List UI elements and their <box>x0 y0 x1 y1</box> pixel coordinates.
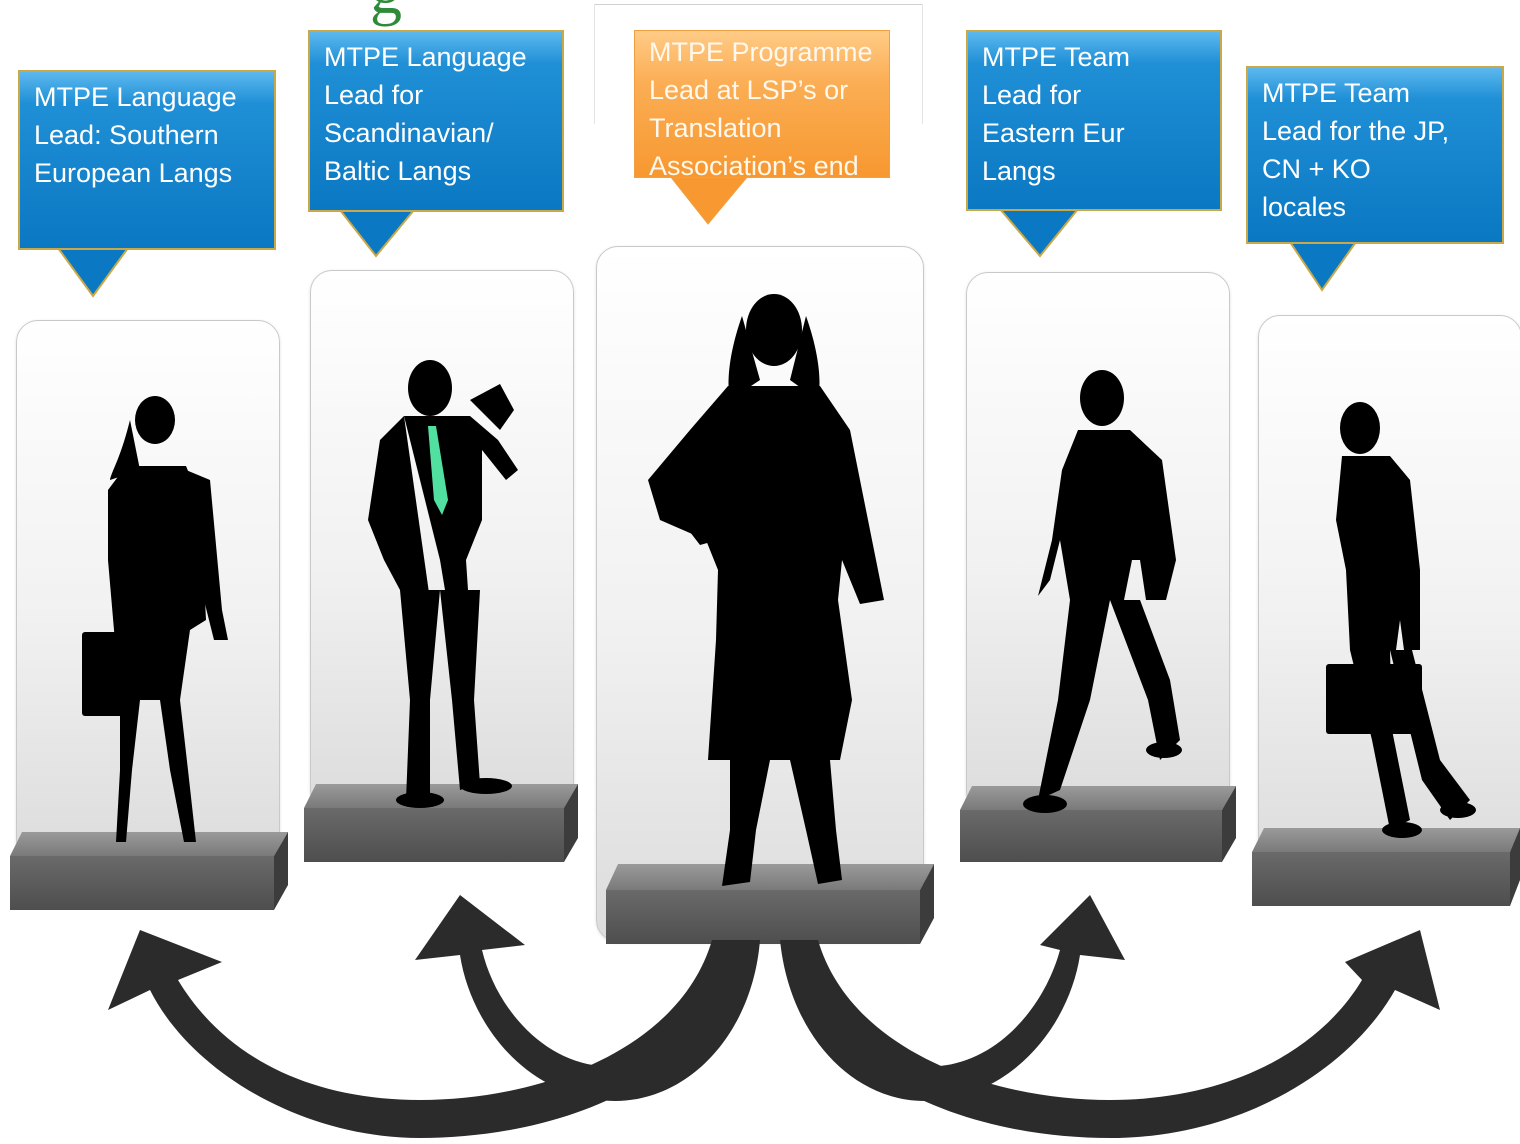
callout-eastern-european-lead: MTPE Team Lead for Eastern Eur Langs <box>966 30 1222 211</box>
callout-pointer-1 <box>56 247 130 298</box>
callout-line: Baltic Langs <box>324 156 472 186</box>
callout-line: Lead for <box>324 80 424 110</box>
businessman-on-phone-figure <box>368 360 518 808</box>
center-frame-top <box>594 4 922 5</box>
businesswoman-hands-on-hips-figure <box>648 294 884 886</box>
pedestal-3 <box>606 864 934 944</box>
pedestal-5 <box>1252 828 1520 906</box>
callout-line: Scandinavian/ <box>324 118 494 148</box>
callout-line: CN + KO <box>1262 154 1371 184</box>
callout-line: Lead: Southern <box>34 120 219 150</box>
pedestal-4 <box>960 786 1236 862</box>
callout-line: Association’s end <box>649 151 859 178</box>
callout-jp-cn-ko-lead: MTPE Team Lead for the JP, CN + KO local… <box>1246 66 1504 244</box>
callout-pointer-5 <box>1288 241 1358 292</box>
callout-line: MTPE Team <box>982 42 1131 72</box>
callout-southern-european-lead: MTPE Language Lead: Southern European La… <box>18 70 276 250</box>
callout-scandinavian-baltic-lead: MTPE Language Lead for Scandinavian/ Bal… <box>308 30 564 212</box>
callout-line: Lead at LSP’s or <box>649 75 849 105</box>
pedestal-2 <box>304 784 578 862</box>
callout-line: European Langs <box>34 158 233 188</box>
businessman-walking-with-briefcase-figure <box>1326 402 1476 838</box>
arrow-to-lead-5 <box>788 930 1440 1138</box>
callout-pointer-4 <box>997 208 1081 258</box>
callout-line: MTPE Team <box>1262 78 1411 108</box>
arrow-to-lead-2 <box>415 895 760 1101</box>
center-frame-left <box>594 4 595 124</box>
businessman-walking-figure <box>1023 370 1182 813</box>
callout-line: MTPE Programme <box>649 37 873 67</box>
callout-programme-lead: MTPE Programme Lead at LSP’s or Translat… <box>634 30 890 178</box>
callout-pointer-3 <box>668 175 750 225</box>
callout-line: Translation <box>649 113 782 143</box>
pedestal-1 <box>10 832 288 910</box>
callout-line: MTPE Language <box>324 42 527 72</box>
top-logo-fragment: g <box>370 0 402 24</box>
arrow-to-lead-1 <box>108 930 742 1138</box>
callout-line: Eastern Eur <box>982 118 1125 148</box>
callout-line: MTPE Language <box>34 82 237 112</box>
callout-line: Langs <box>982 156 1056 186</box>
businesswoman-with-briefcase-figure <box>82 396 228 842</box>
callout-line: Lead for <box>982 80 1082 110</box>
center-frame-right <box>922 4 923 124</box>
callout-line: locales <box>1262 192 1347 222</box>
callout-line: Lead for the JP, <box>1262 116 1450 146</box>
callout-pointer-2 <box>337 209 417 258</box>
arrows <box>108 895 1440 1138</box>
